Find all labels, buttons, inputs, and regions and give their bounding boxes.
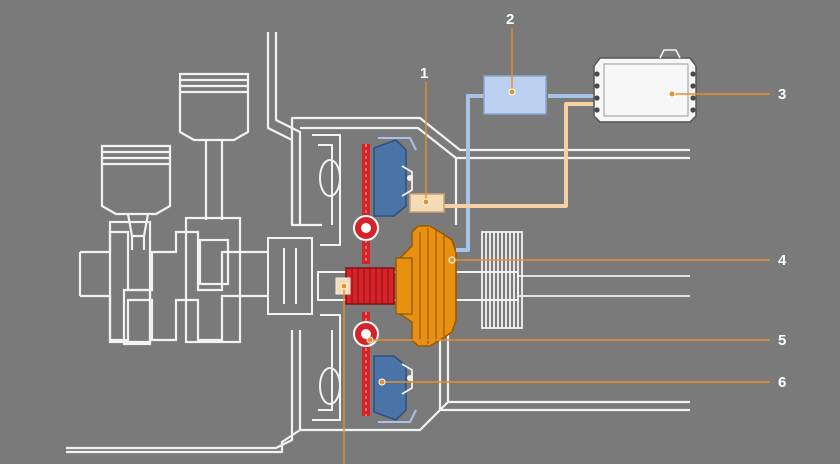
callout-leaders bbox=[343, 28, 770, 464]
callout-number-2: 2 bbox=[506, 11, 514, 28]
clutch-actuator bbox=[395, 225, 457, 347]
fluid-reservoir bbox=[483, 75, 547, 115]
callout-number-4: 4 bbox=[778, 252, 787, 269]
callout-number-3: 3 bbox=[778, 86, 786, 103]
control-unit bbox=[593, 49, 697, 123]
crankshaft bbox=[78, 216, 268, 346]
clutch-disc-blue bbox=[373, 137, 417, 423]
transmission-housing bbox=[66, 32, 690, 454]
callout-dots bbox=[340, 88, 676, 386]
callout-number-5: 5 bbox=[778, 332, 786, 349]
signal-line bbox=[444, 102, 596, 208]
hydraulic-line bbox=[456, 94, 596, 252]
flywheel bbox=[267, 134, 341, 421]
piston-left bbox=[100, 144, 172, 250]
transmission-gear bbox=[481, 231, 690, 329]
callout-number-6: 6 bbox=[778, 374, 786, 391]
callout-number-1: 1 bbox=[420, 65, 428, 82]
piston-right bbox=[178, 72, 250, 220]
